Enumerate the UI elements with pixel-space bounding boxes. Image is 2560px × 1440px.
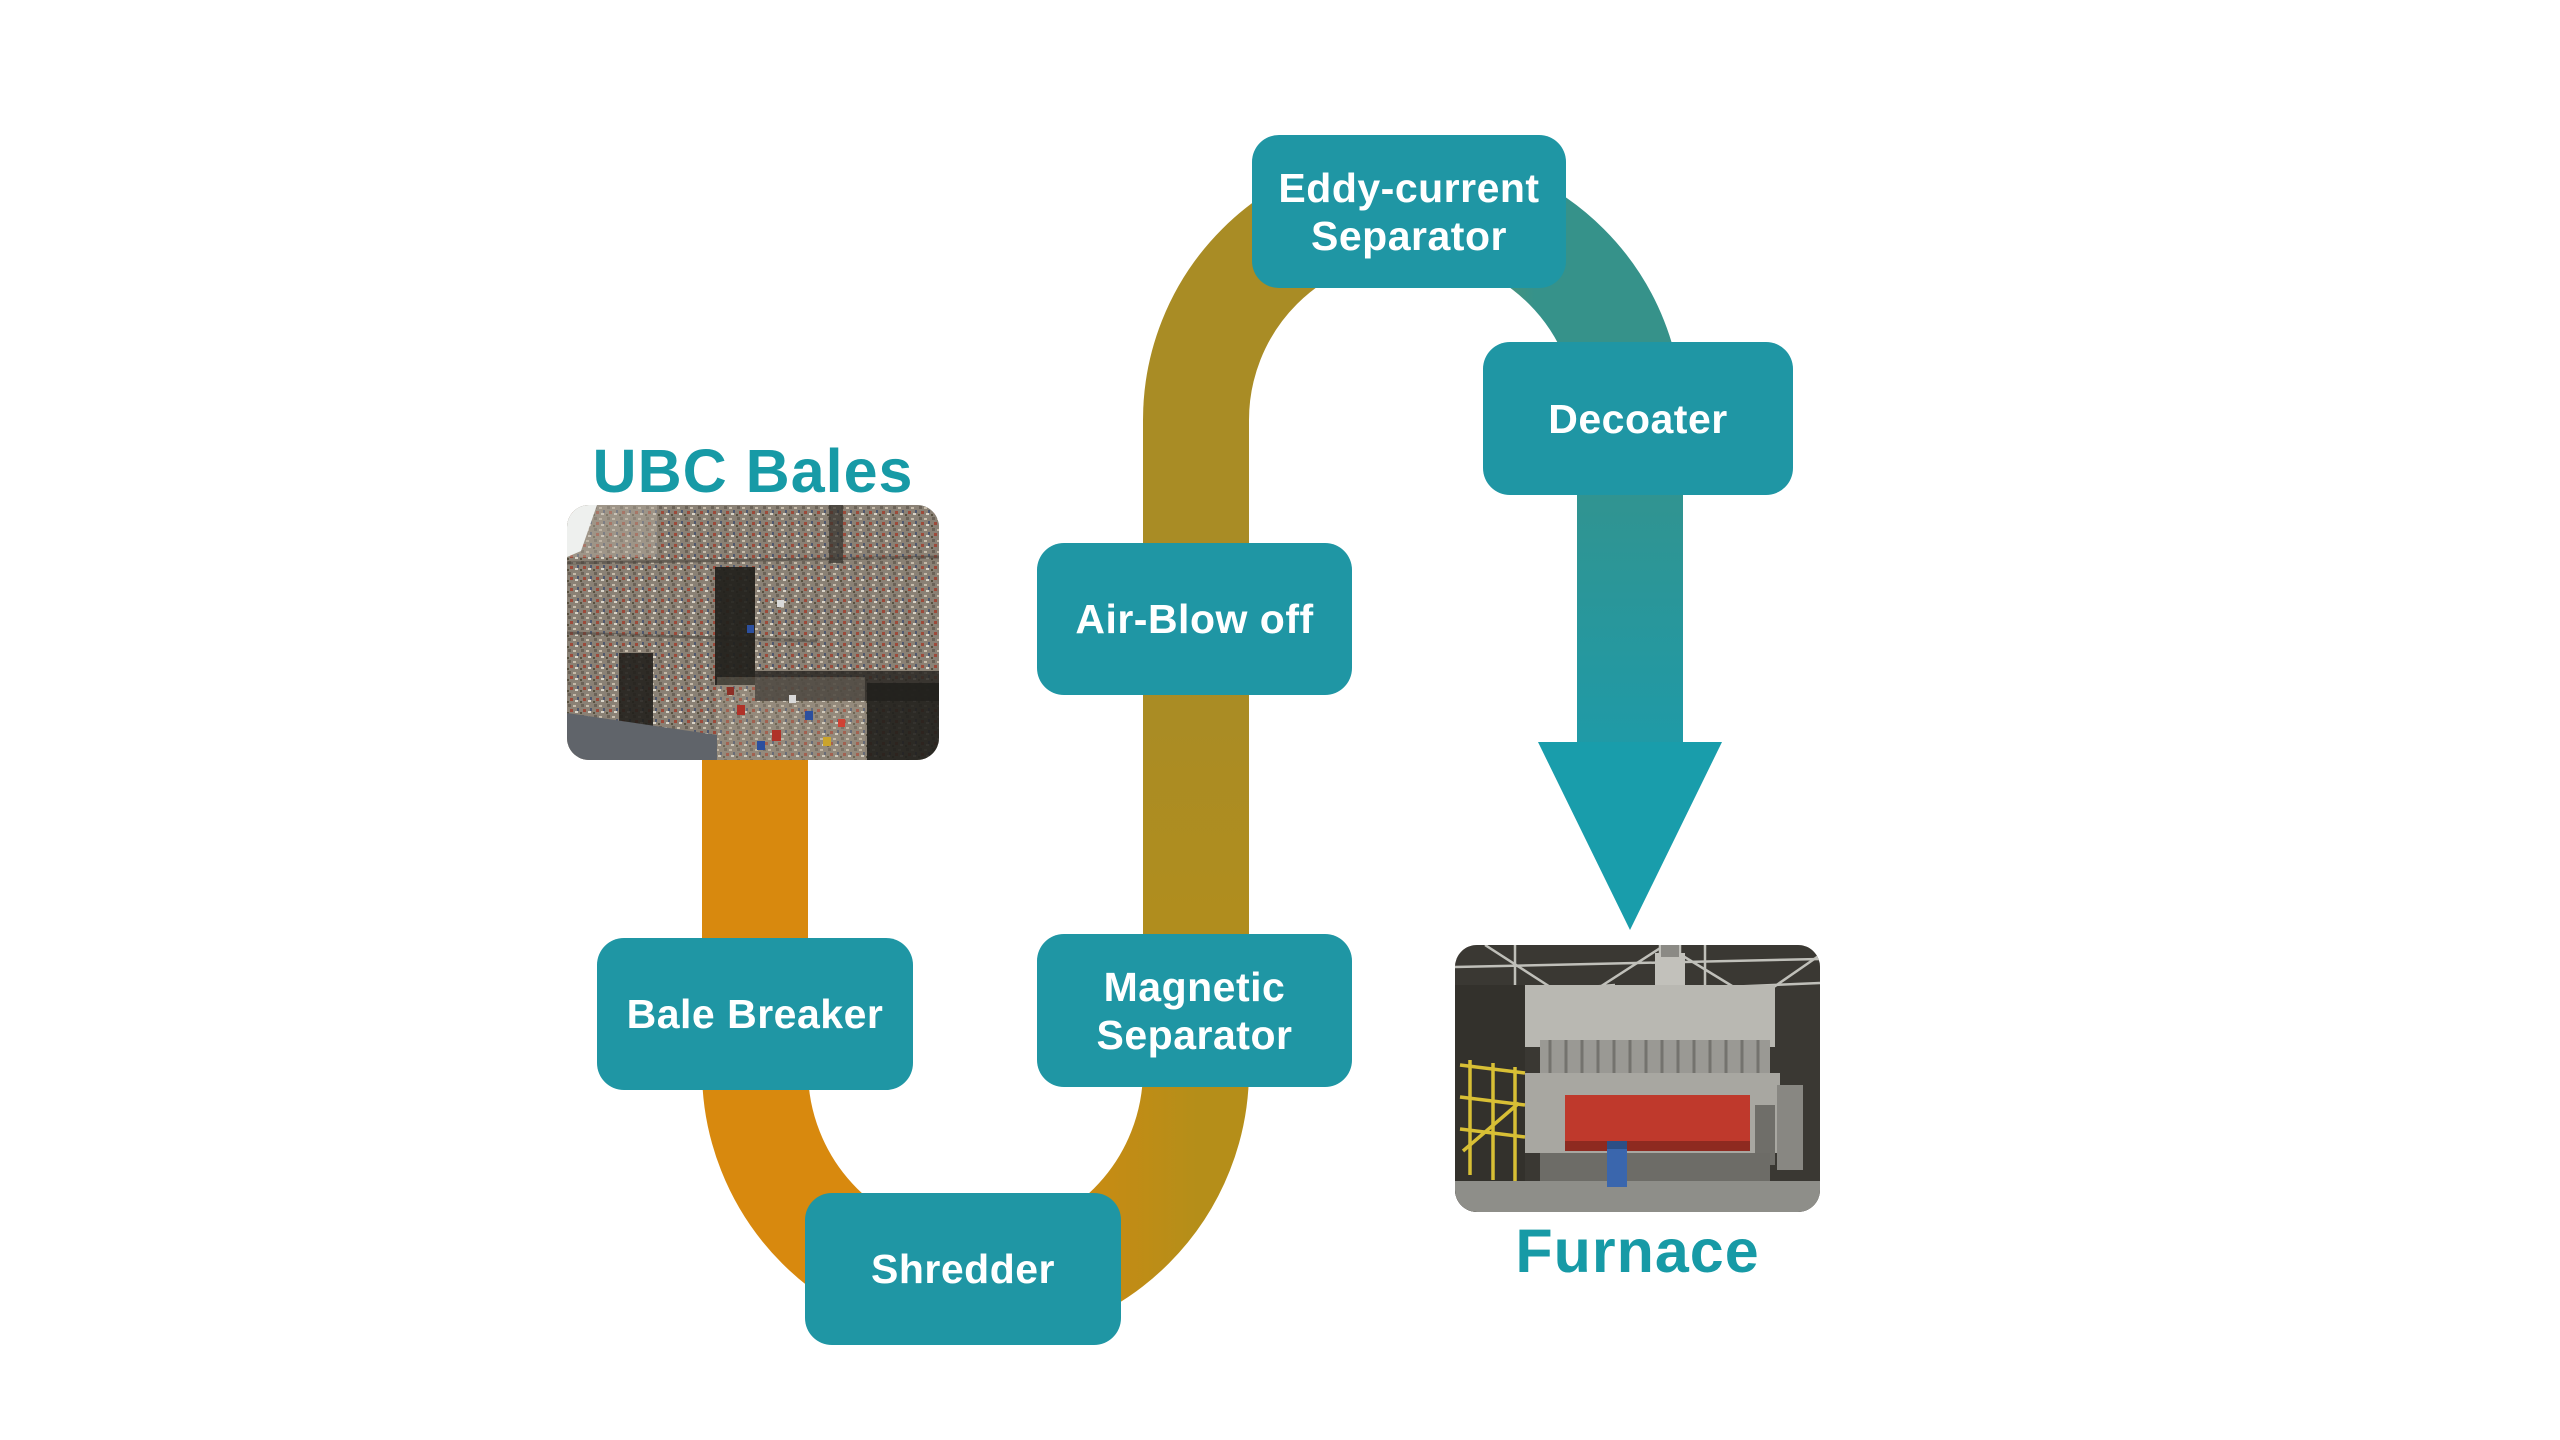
step-magnetic-separator: Magnetic Separator [1037, 934, 1352, 1087]
furnace-illustration [1455, 945, 1820, 1212]
step-air-blow-off: Air-Blow off [1037, 543, 1352, 695]
ubc-bales-title: UBC Bales [592, 437, 914, 505]
step-shredder: Shredder [805, 1193, 1121, 1345]
step-eddy-current-separator: Eddy-current Separator [1252, 135, 1566, 288]
step-decoater: Decoater [1483, 342, 1793, 495]
ubc-bales-illustration [567, 505, 939, 760]
furnace-title: Furnace [1515, 1217, 1760, 1285]
step-bale-breaker: Bale Breaker [597, 938, 913, 1090]
furnace-photo [1455, 945, 1820, 1212]
ubc-bales-photo [567, 505, 939, 760]
arrowhead-to-furnace [1538, 742, 1722, 930]
